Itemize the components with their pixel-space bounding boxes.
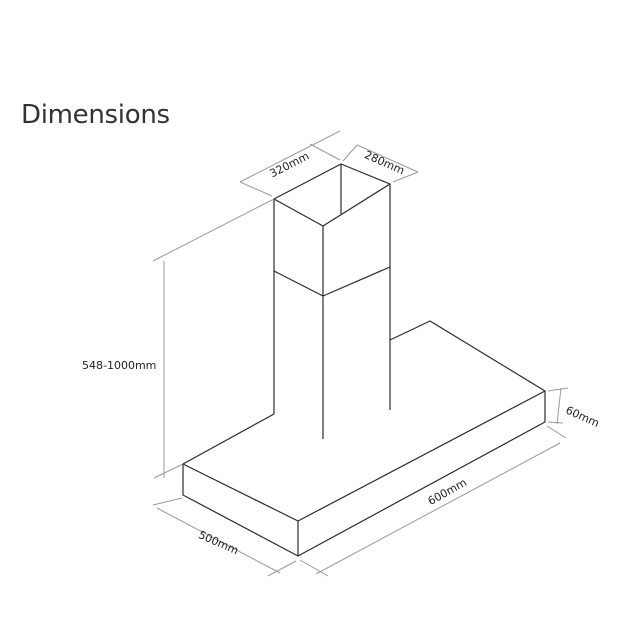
dimension-canopy-width: 600mm [299, 425, 567, 577]
dimension-canopy-thickness: 60mm [547, 387, 602, 430]
dimension-chimney-depth: 280mm [342, 144, 419, 183]
canopy-front-faces [182, 391, 546, 557]
canopy-top-face [182, 320, 546, 522]
chimney-joint-line [273, 266, 391, 297]
chimney-depth-label: 280mm [362, 148, 406, 177]
canopy-depth-label: 500mm [196, 528, 240, 557]
chimney-width-label: 320mm [268, 149, 312, 180]
chimney [273, 163, 391, 439]
chimney-top-face [273, 163, 391, 227]
canopy-thickness-label: 60mm [564, 404, 602, 430]
dimension-chimney-width: 320mm [239, 130, 341, 197]
canopy [182, 320, 546, 557]
height-range-label: 548-1000mm [82, 359, 156, 372]
dimension-height: 548-1000mm [82, 198, 275, 479]
page-title: Dimensions [21, 100, 170, 130]
